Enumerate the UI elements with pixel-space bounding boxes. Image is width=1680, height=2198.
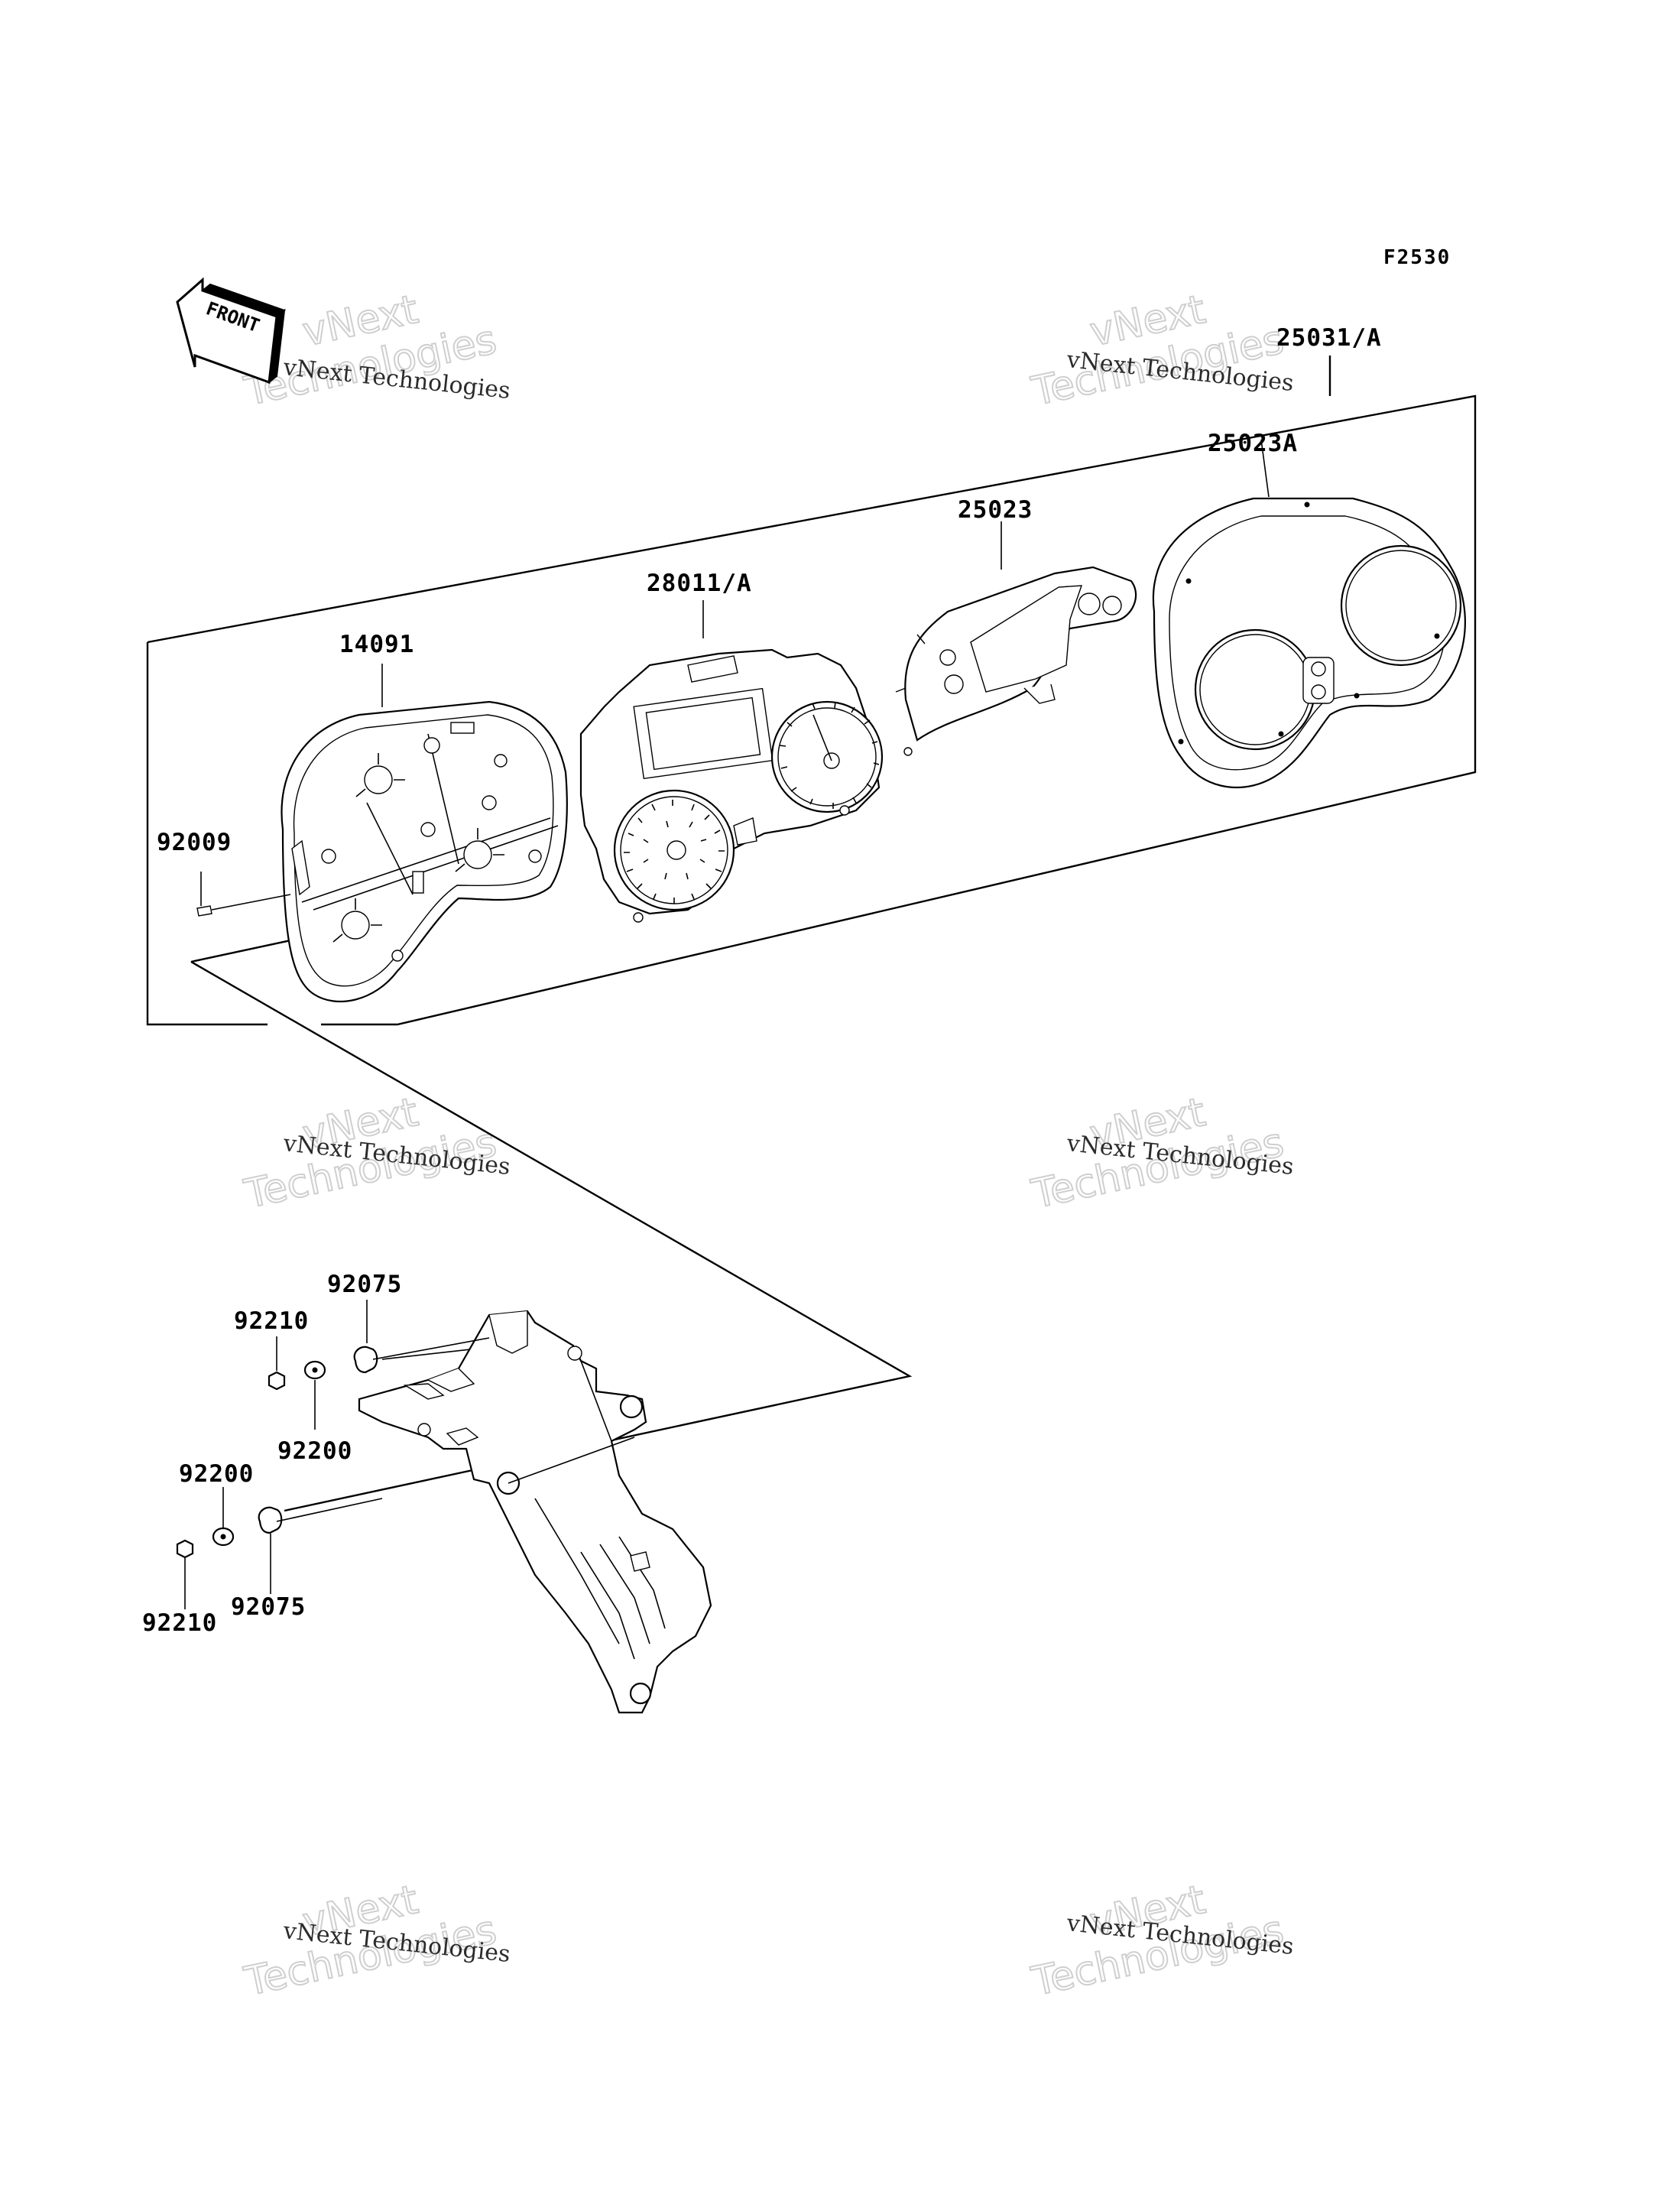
watermark-top-right: vNext Technologies: [1027, 286, 1289, 416]
part-14091-case: [281, 664, 568, 1003]
label-14091: 14091: [339, 631, 414, 658]
label-25023: 25023: [958, 496, 1033, 524]
label-28011A: 28011/A: [647, 570, 752, 597]
part-bracket: [358, 1310, 712, 1714]
label-25023A: 25023A: [1208, 430, 1298, 457]
front-arrow-icon: FRONT: [176, 277, 287, 385]
label-92075-top: 92075: [327, 1271, 402, 1298]
part-25023A-cover: [1152, 439, 1466, 789]
part-28011A-meter: [579, 600, 884, 923]
part-25023-panel: [895, 521, 1137, 756]
part-92009-screw: [196, 872, 291, 917]
label-92210-top: 92210: [234, 1307, 309, 1335]
label-92009: 92009: [157, 829, 232, 856]
label-92200-top: 92200: [277, 1437, 352, 1465]
label-25031A: 25031/A: [1276, 324, 1382, 352]
fasteners-bottom: [176, 1487, 383, 1609]
fasteners-top: [268, 1300, 490, 1430]
label-92200-bottom: 92200: [179, 1460, 254, 1488]
figure-code: F2530: [1383, 246, 1451, 269]
label-92210-bottom: 92210: [142, 1609, 217, 1637]
label-92075-bottom: 92075: [231, 1593, 306, 1621]
